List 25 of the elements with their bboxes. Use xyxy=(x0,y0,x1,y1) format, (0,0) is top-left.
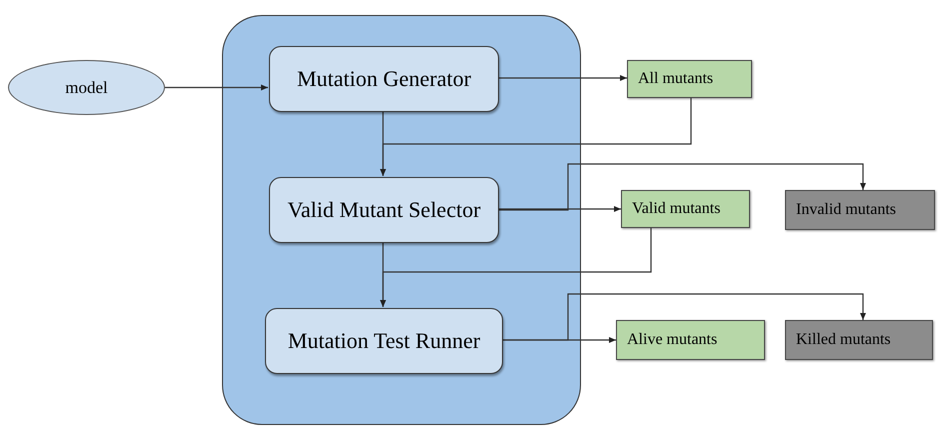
output-box xyxy=(621,190,750,228)
output-box xyxy=(785,190,935,230)
process-box xyxy=(269,177,499,243)
arrow xyxy=(502,293,866,341)
node-label: Mutation Test Runner xyxy=(286,327,482,355)
node-label: Killed mutants xyxy=(795,330,892,350)
arrow xyxy=(498,206,621,212)
output-box xyxy=(627,60,752,98)
node-label: Invalid mutants xyxy=(795,200,897,220)
arrow xyxy=(165,84,268,90)
node-label: Alive mutants xyxy=(626,330,718,350)
process-box xyxy=(269,46,499,112)
output-box xyxy=(785,320,933,360)
arrow xyxy=(498,163,866,211)
output-box xyxy=(616,320,765,360)
node-label: All mutants xyxy=(637,69,714,89)
arrow xyxy=(498,75,627,81)
arrow xyxy=(380,242,386,307)
arrow xyxy=(380,111,386,176)
node-label: Valid Mutant Selector xyxy=(286,196,482,224)
node-label: Mutation Generator xyxy=(296,65,472,93)
node-label: model xyxy=(64,76,109,98)
tool-container xyxy=(222,15,581,425)
process-box xyxy=(265,308,503,374)
node-label: Valid mutants xyxy=(631,199,722,219)
